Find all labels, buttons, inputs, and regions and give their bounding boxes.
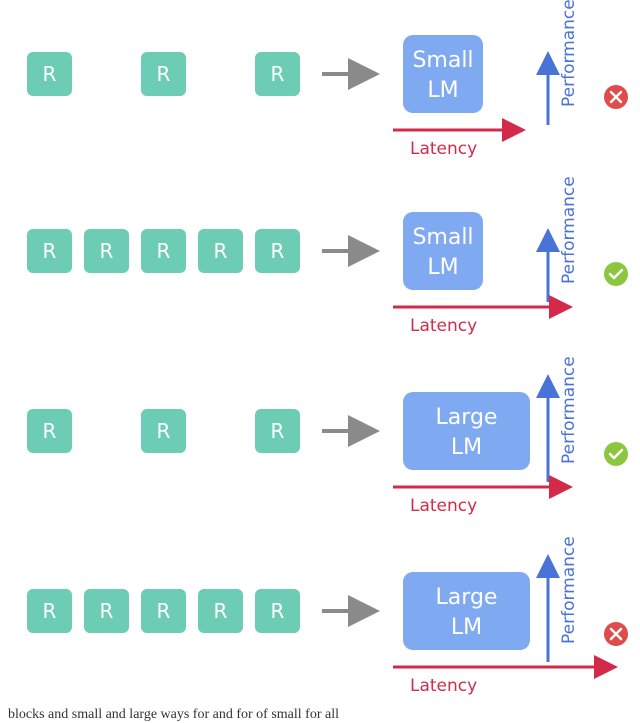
check-icon [604,442,628,466]
retrieval-letter: R [100,599,114,623]
latency-label: Latency [410,316,477,336]
retrieval-box: R [255,229,300,273]
lm-label-line1: Large [436,585,498,610]
retrieval-letter: R [100,239,114,263]
retrieval-box: R [27,52,72,96]
retrieval-letter: R [43,239,57,263]
retrieval-letter: R [214,599,228,623]
retrieval-box: R [27,229,72,273]
retrieval-box: R [198,589,243,633]
retrieval-box: R [198,229,243,273]
retrieval-box: R [141,229,186,273]
lm-label-line2: LM [451,615,482,640]
check-icon [604,262,628,286]
retrieval-letter: R [271,239,285,263]
retrieval-box: R [84,229,129,273]
retrieval-letter: R [157,62,171,86]
retrieval-letter: R [43,62,57,86]
lm-label-line2: LM [451,435,482,460]
retrieval-box: R [255,52,300,96]
lm-label-line1: Large [436,405,498,430]
retrieval-letter: R [157,599,171,623]
retrieval-letter: R [43,599,57,623]
retrieval-box: R [141,52,186,96]
lm-label-line1: Small [412,48,473,73]
retrieval-box: R [255,409,300,453]
retrieval-box: R [141,409,186,453]
x-icon [604,85,628,109]
latency-label: Latency [410,139,477,159]
performance-label: Performance [559,0,579,107]
retrieval-box: R [27,409,72,453]
retrieval-letter: R [157,239,171,263]
retrieval-letter: R [271,62,285,86]
performance-label: Performance [559,536,579,644]
performance-label: Performance [559,356,579,464]
lm-label-line2: LM [427,78,458,103]
latency-label: Latency [410,676,477,696]
retrieval-letter: R [271,419,285,443]
latency-label: Latency [410,496,477,516]
retrieval-letter: R [157,419,171,443]
retrieval-box: R [27,589,72,633]
caption-fragment: blocks and small and large ways for and … [8,707,339,722]
performance-label: Performance [559,176,579,284]
retrieval-box: R [84,589,129,633]
x-icon [604,622,628,646]
retrieval-letter: R [43,419,57,443]
retrieval-box: R [255,589,300,633]
retrieval-letter: R [271,599,285,623]
retrieval-box: R [141,589,186,633]
retrieval-letter: R [214,239,228,263]
lm-label-line1: Small [412,225,473,250]
lm-label-line2: LM [427,255,458,280]
